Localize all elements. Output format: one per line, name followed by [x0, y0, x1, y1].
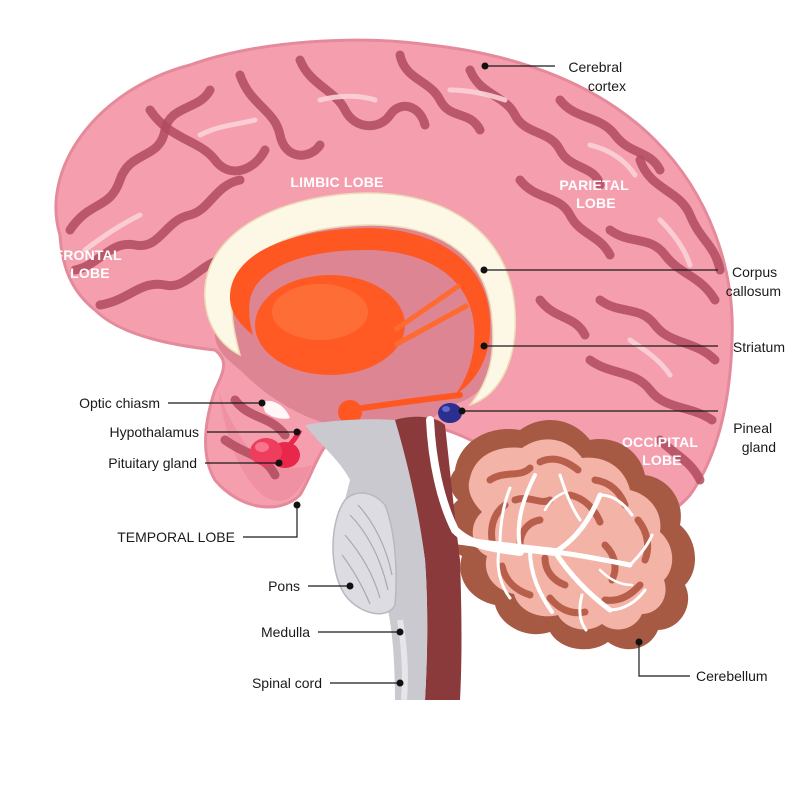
- label-pineal-gland: Pineal gland: [733, 420, 776, 455]
- leader-cerebellum: [638, 642, 690, 677]
- dot-corpus-callosum: [480, 266, 488, 274]
- occipital-lobe-label: OCCIPITAL LOBE: [622, 434, 702, 468]
- dot-pineal: [458, 407, 466, 415]
- cerebellum-group: [445, 419, 696, 650]
- optic-chiasm-shape: [262, 400, 290, 419]
- label-striatum: Striatum: [733, 339, 785, 355]
- dot-spinal-cord: [396, 679, 404, 687]
- dot-hypothalamus: [293, 428, 301, 436]
- frontal-lobe-label: FRONTAL LOBE: [54, 247, 125, 281]
- cerebellum-inner: [468, 439, 673, 630]
- dot-striatum: [480, 342, 488, 350]
- parietal-lobe-label: PARIETAL LOBE: [559, 177, 632, 211]
- label-temporal-lobe: TEMPORAL LOBE: [117, 529, 235, 545]
- thalamus-highlight: [272, 284, 368, 340]
- label-pituitary-gland: Pituitary gland: [108, 455, 197, 471]
- label-optic-chiasm: Optic chiasm: [79, 395, 160, 411]
- label-medulla: Medulla: [261, 624, 310, 640]
- label-hypothalamus: Hypothalamus: [110, 424, 200, 440]
- callout-labels: Cerebral cortex Corpus callosum Striatum…: [79, 59, 785, 691]
- dot-cerebellum: [635, 638, 643, 646]
- mammillary-body: [338, 400, 362, 424]
- limbic-lobe-label: LIMBIC LOBE: [290, 174, 383, 190]
- temporal-shading: [218, 390, 312, 501]
- label-pons: Pons: [268, 578, 300, 594]
- dot-temporal-lobe: [293, 501, 301, 509]
- cerebral-aqueduct: [426, 416, 524, 556]
- pons-striations: [341, 504, 393, 605]
- dot-pituitary: [275, 459, 283, 467]
- dot-cerebral-cortex: [481, 62, 489, 70]
- label-cerebellum: Cerebellum: [696, 668, 768, 684]
- dot-medulla: [396, 628, 404, 636]
- dot-optic-chiasm: [258, 399, 266, 407]
- label-cerebral-cortex: Cerebral cortex: [568, 59, 626, 94]
- label-corpus-callosum: Corpus callosum: [726, 264, 781, 299]
- label-spinal-cord: Spinal cord: [252, 675, 322, 691]
- leader-temporal-lobe: [243, 505, 298, 538]
- fornix-line-1: [393, 282, 462, 333]
- cerebellum-folia: [486, 455, 652, 617]
- gyri-highlights: [82, 87, 693, 378]
- fornix-line-2: [393, 302, 470, 348]
- leader-lines: [168, 62, 718, 687]
- dot-pons: [346, 582, 354, 590]
- brainstem-highlight: [397, 619, 408, 701]
- pineal: [438, 403, 462, 423]
